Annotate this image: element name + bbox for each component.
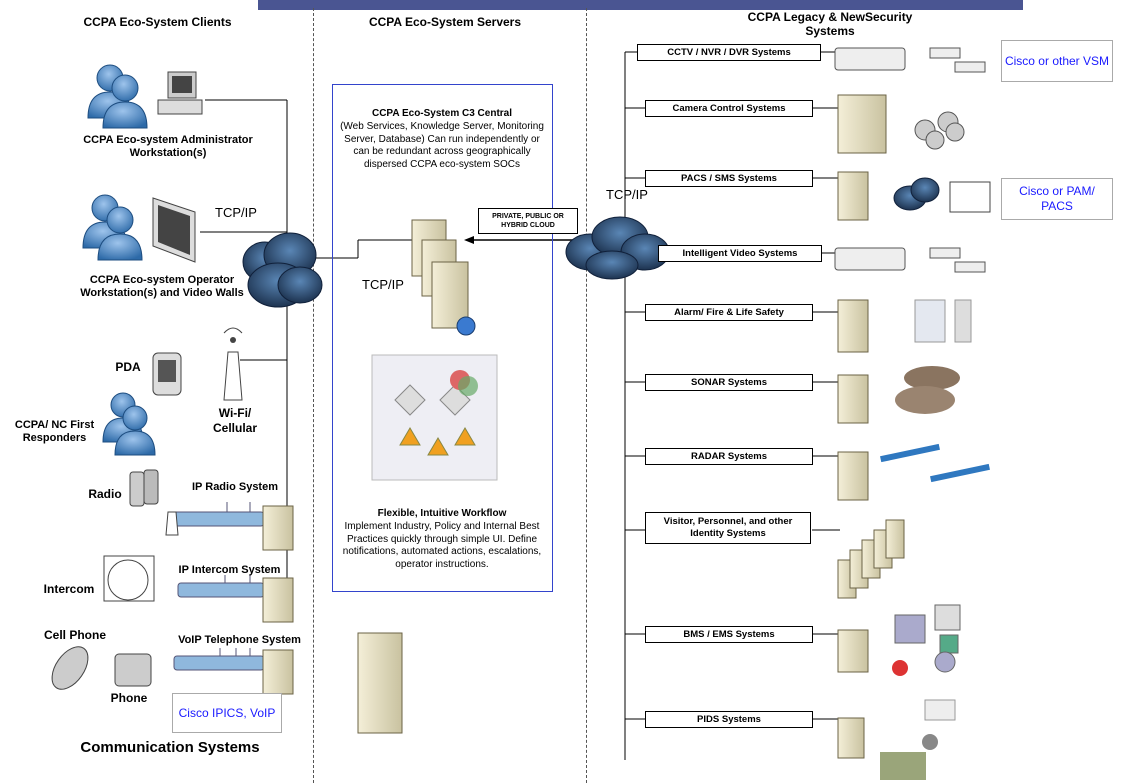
cell-phone-label: Cell Phone: [43, 628, 106, 642]
c3-central-description: (Web Services, Knowledge Server, Monitor…: [340, 121, 544, 170]
radio-label: Radio: [88, 487, 122, 501]
system-box-visitor-identity: Visitor, Personnel, and other Identity S…: [645, 512, 811, 544]
cisco-vsm-box: Cisco or other VSM: [1001, 40, 1113, 82]
system-box-intelligent-video: Intelligent Video Systems: [658, 245, 822, 262]
c3-central-title: CCPA Eco-System C3 Central: [371, 108, 513, 119]
cloud-type-box: PRIVATE, PUBLIC OR HYBRID CLOUD: [478, 208, 578, 234]
tcpip-label-clients: TCP/IP: [215, 205, 257, 220]
system-box-sonar: SONAR Systems: [645, 374, 813, 391]
tcpip-label-legacy: TCP/IP: [606, 187, 648, 202]
system-box-cctv: CCTV / NVR / DVR Systems: [637, 44, 821, 61]
separator-left: [313, 8, 314, 783]
phone-label: Phone: [110, 691, 148, 705]
intercom-label: Intercom: [43, 582, 95, 596]
header-banner: [258, 0, 1023, 10]
tcpip-label-servers: TCP/IP: [362, 277, 404, 292]
cisco-pam-box: Cisco or PAM/ PACS: [1001, 178, 1113, 220]
system-box-pids: PIDS Systems: [645, 711, 813, 728]
wifi-label: Wi-Fi/ Cellular: [212, 406, 257, 435]
clients-section-title: CCPA Eco-System Clients: [83, 15, 232, 29]
ip-radio-label: IP Radio System: [192, 481, 278, 493]
workflow-description: Implement Industry, Policy and Internal …: [342, 521, 542, 570]
communication-systems-label: Communication Systems: [80, 739, 260, 756]
system-box-pacs: PACS / SMS Systems: [645, 170, 813, 187]
separator-right: [586, 8, 587, 783]
workflow-title: Flexible, Intuitive Workflow: [377, 508, 507, 519]
ip-intercom-label: IP Intercom System: [178, 564, 281, 576]
legacy-section-title: CCPA Legacy & NewSecurity Systems: [747, 10, 913, 38]
system-box-radar: RADAR Systems: [645, 448, 813, 465]
system-box-camera-control: Camera Control Systems: [645, 100, 813, 117]
servers-section-title: CCPA Eco-System Servers: [368, 15, 522, 29]
pda-label: PDA: [115, 360, 141, 374]
cisco-ipics-box: Cisco IPICS, VoIP: [172, 693, 282, 733]
admin-workstation-label: CCPA Eco-system Administrator Workstatio…: [83, 134, 253, 159]
operator-workstation-label: CCPA Eco-system Operator Workstation(s) …: [80, 274, 244, 299]
voip-label: VoIP Telephone System: [178, 634, 301, 646]
responders-label: CCPA/ NC First Responders: [14, 419, 95, 444]
system-box-bms-ems: BMS / EMS Systems: [645, 626, 813, 643]
system-box-alarm-fire: Alarm/ Fire & Life Safety: [645, 304, 813, 321]
c3-central-panel: [332, 84, 553, 592]
